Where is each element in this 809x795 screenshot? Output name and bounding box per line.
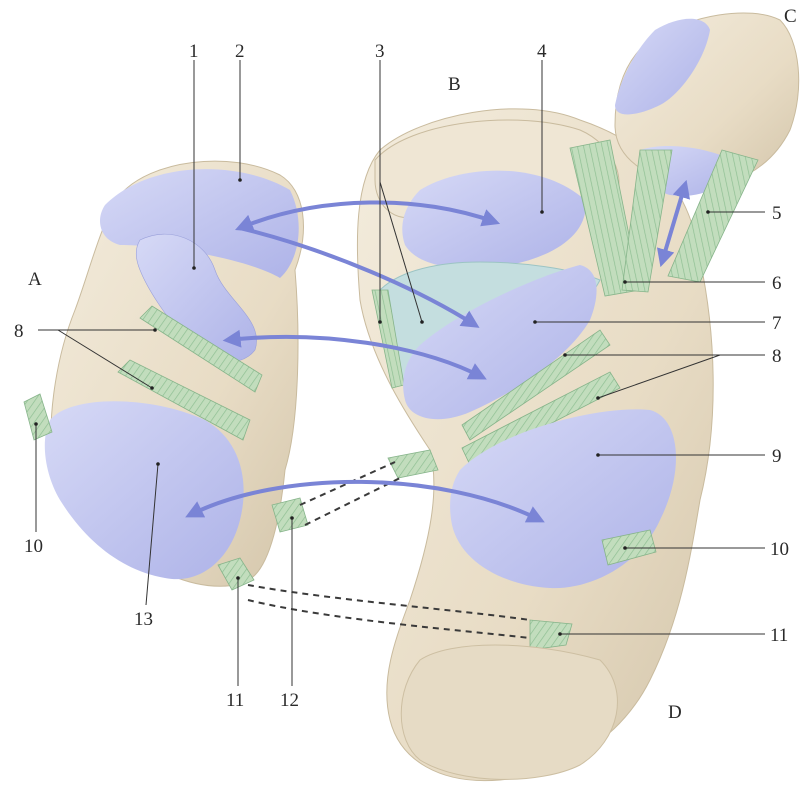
leader-3a-dot [378,320,382,324]
leader-6-dot [623,280,627,284]
label-10-right: 10 [770,539,789,560]
view-letter-b: B [448,74,461,95]
leader-13-dot [156,462,160,466]
label-8-right: 8 [772,346,782,367]
leader-9-dot [596,453,600,457]
leader-7-dot [533,320,537,324]
view-letter-d: D [668,702,682,723]
label-12: 12 [280,690,299,711]
label-5: 5 [772,203,782,224]
view-letter-c: C [784,6,797,27]
label-13: 13 [134,609,153,630]
label-1: 1 [189,41,199,62]
leader-4-dot [540,210,544,214]
label-3: 3 [375,41,385,62]
label-7: 7 [772,313,782,334]
leader-8-right-dot-b [596,396,600,400]
leader-8-right-dot-a [563,353,567,357]
leader-1-dot [192,266,196,270]
right-bone [357,13,798,781]
leader-10-left-dot [34,422,38,426]
label-4: 4 [537,41,547,62]
label-11-right: 11 [770,625,788,646]
label-2: 2 [235,41,245,62]
leader-5-dot [706,210,710,214]
right-ligament-stub [388,450,438,478]
leader-11-left-dot [236,576,240,580]
label-6: 6 [772,273,782,294]
leader-11-right-dot [558,632,562,636]
left-lower-cartilage [45,401,244,579]
leader-10-right-dot [623,546,627,550]
leader-3b-dot [420,320,424,324]
label-11-left: 11 [226,690,244,711]
leader-8-left-dot-b [150,386,154,390]
label-8-left: 8 [14,321,24,342]
leader-12-dot [290,516,294,520]
label-9: 9 [772,446,782,467]
lower-bone-d [401,645,617,779]
left-ligament-side [24,394,52,440]
left-bone [24,161,308,590]
leader-8-left-dot-a [153,328,157,332]
leader-2-dot [238,178,242,182]
label-10-left: 10 [24,536,43,557]
view-letter-a: A [28,269,42,290]
